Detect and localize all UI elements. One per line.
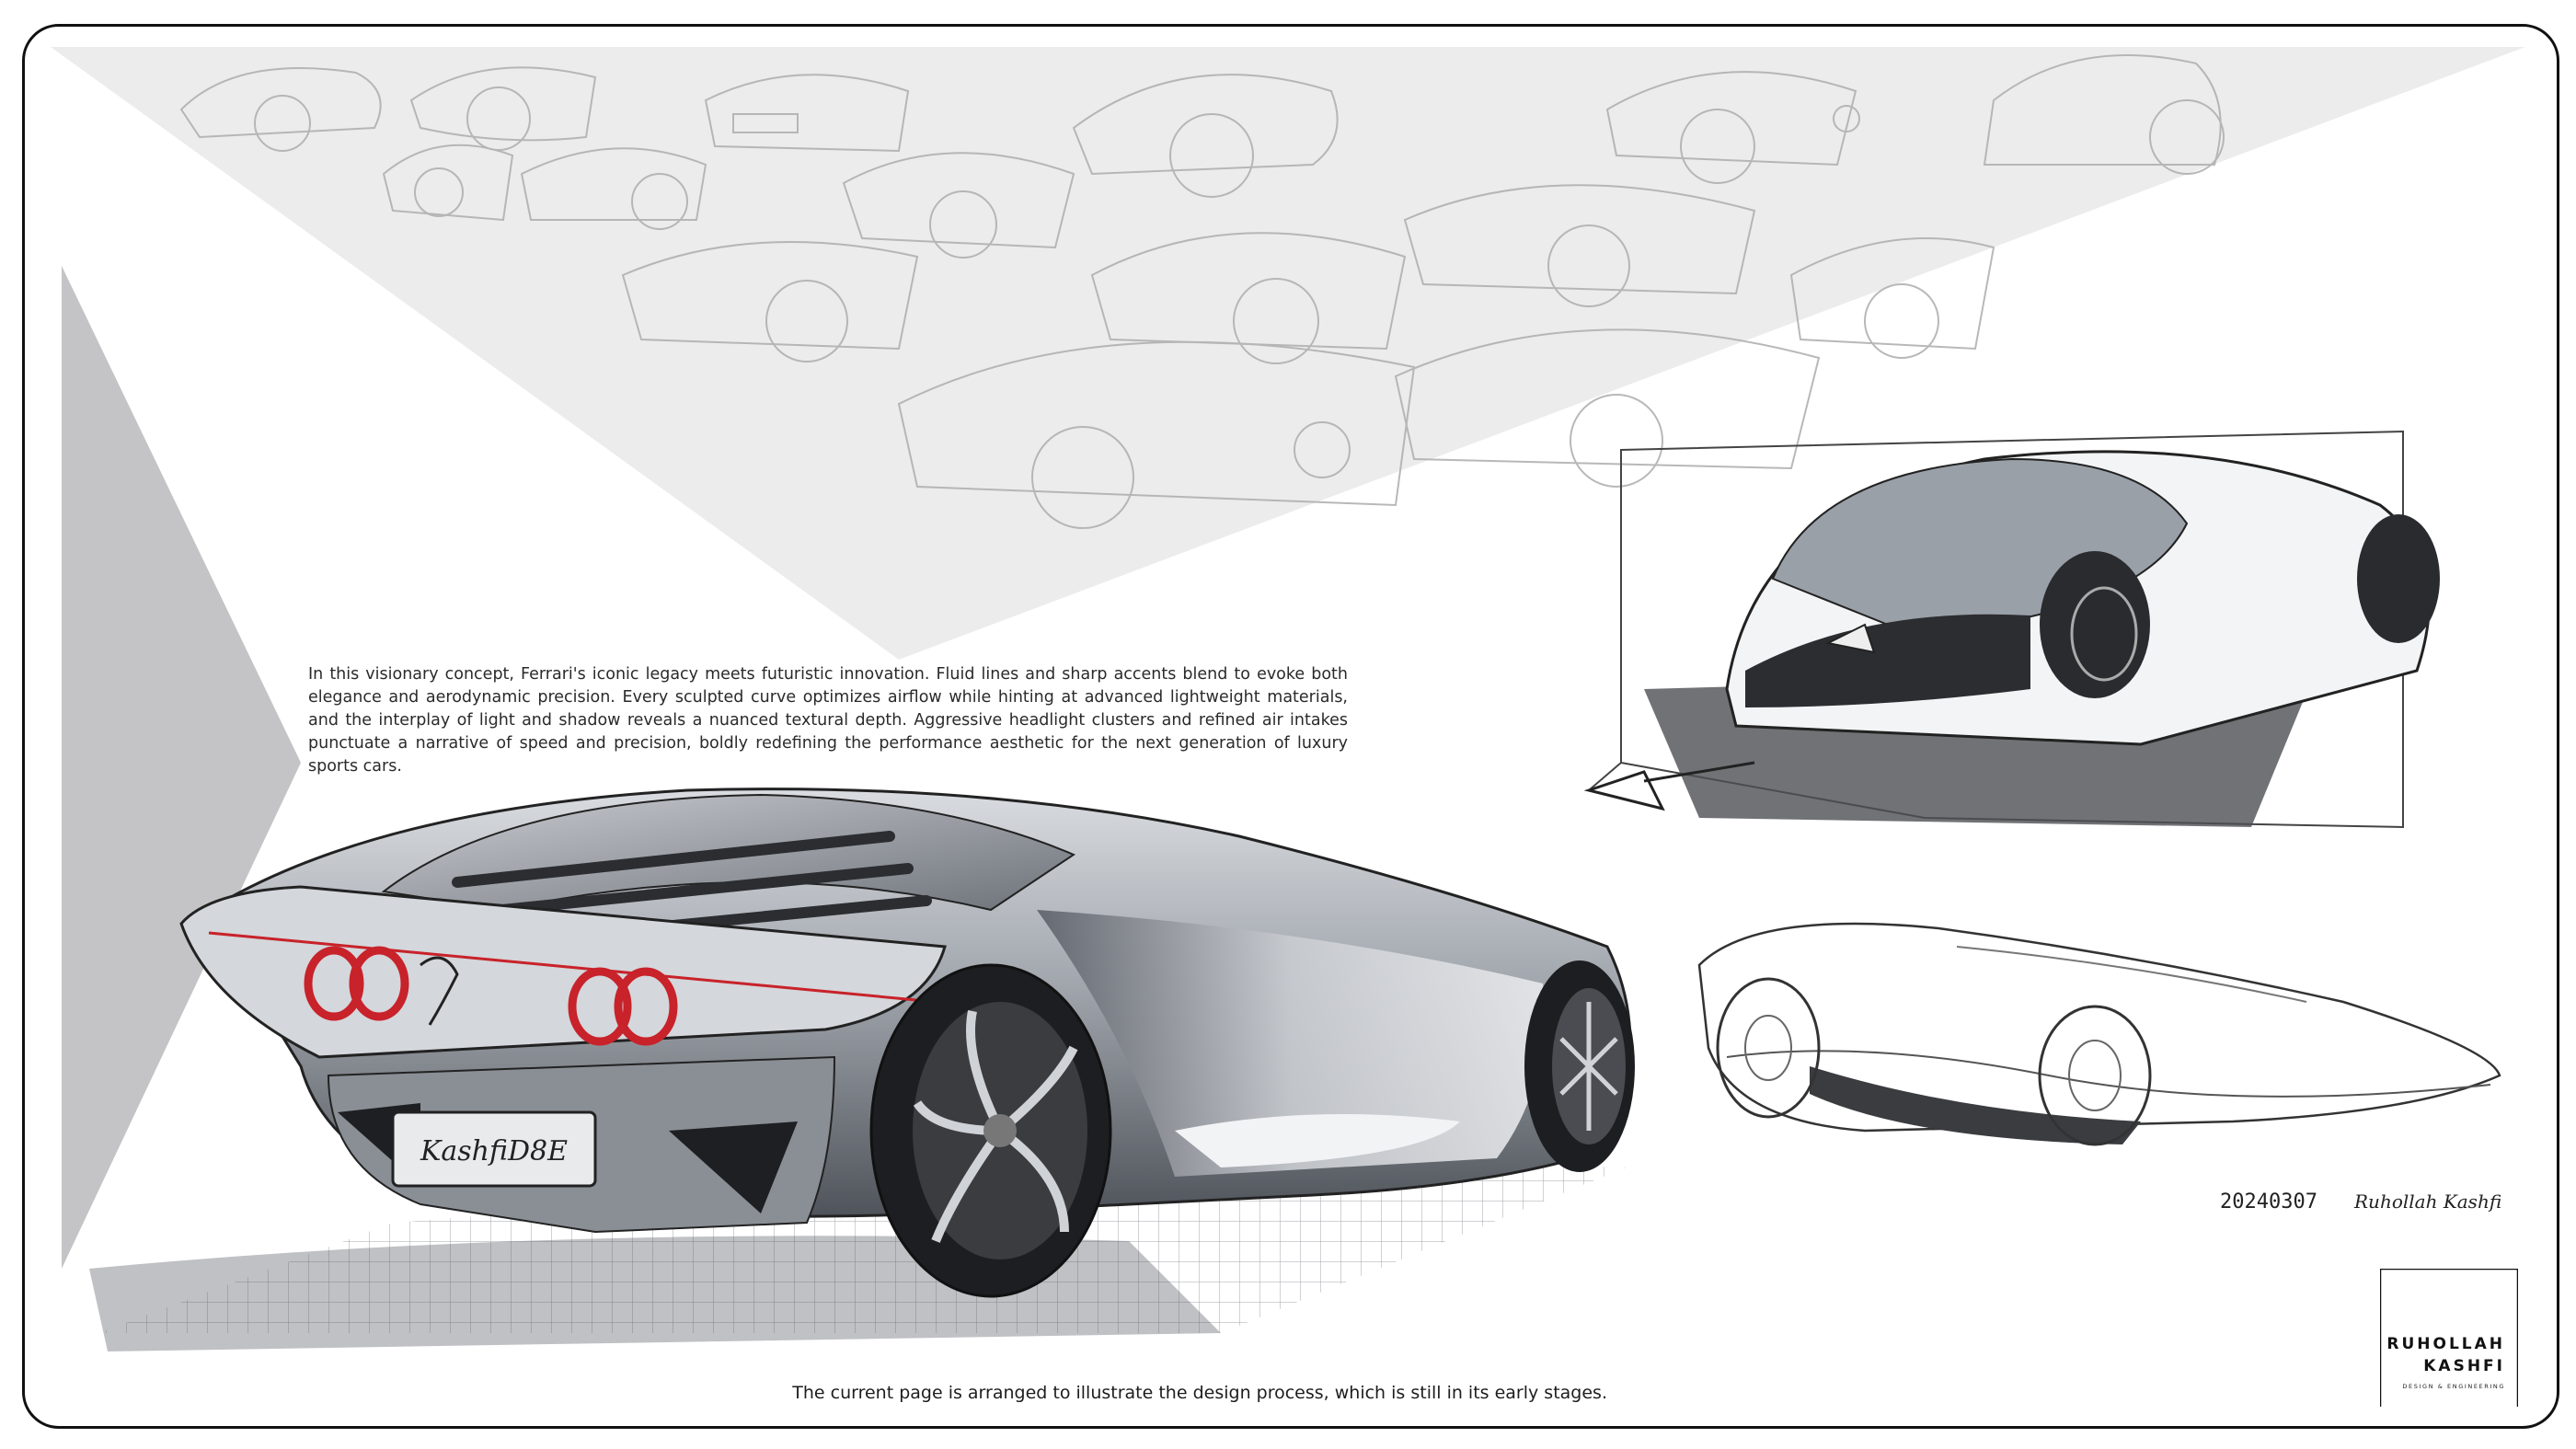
footer-note: The current page is arranged to illustra…: [792, 1383, 1607, 1403]
license-plate-text: KashfiD8E: [420, 1135, 568, 1167]
main-rear-rendering: KashfiD8E: [89, 788, 1635, 1351]
design-board: KashfiD8E In this v: [22, 24, 2559, 1429]
signature-name: Ruhollah Kashfi: [2353, 1190, 2501, 1213]
front-perspective-sketch: [1583, 430, 2440, 829]
side-profile-sketch: [1697, 922, 2501, 1146]
signature-date: 20240307: [2220, 1190, 2317, 1213]
design-artwork: KashfiD8E: [51, 47, 2525, 1351]
signature-block: 20240307 Ruhollah Kashfi: [2220, 1190, 2501, 1213]
logo-name-line1: RUHOLLAH: [2386, 1335, 2505, 1353]
logo-name: RUHOLLAH KASHFI: [2386, 1333, 2505, 1377]
designer-logo: RUHOLLAH KASHFI DESIGN & ENGINEERING: [2380, 1269, 2518, 1407]
left-accent-triangle: [62, 266, 301, 1269]
thumbnail-sketch-area: [51, 47, 2525, 660]
logo-name-line2: KASHFI: [2423, 1357, 2505, 1375]
logo-subtitle: DESIGN & ENGINEERING: [2402, 1383, 2505, 1390]
concept-description: In this visionary concept, Ferrari's ico…: [308, 665, 1348, 776]
